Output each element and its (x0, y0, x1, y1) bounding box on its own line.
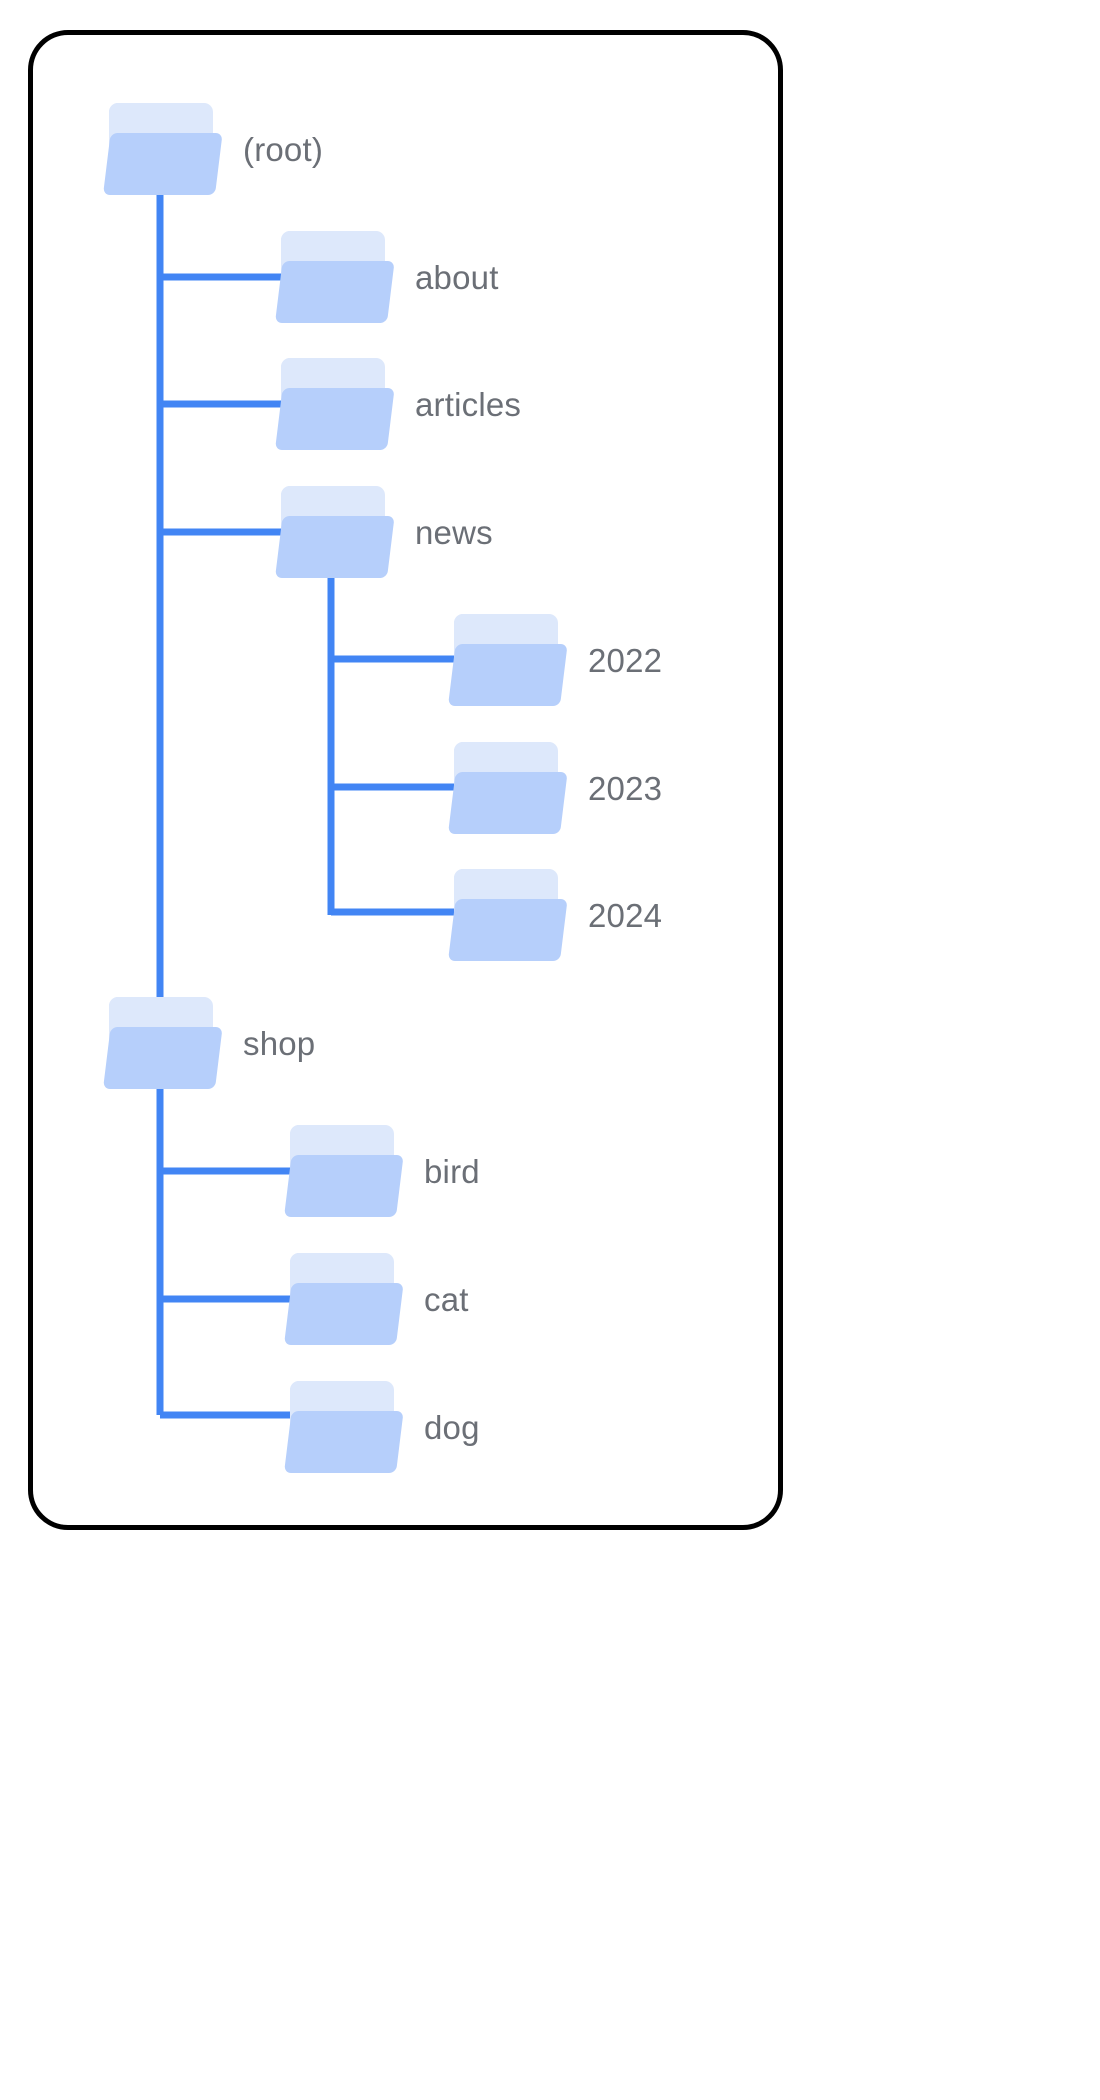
folder-icon (284, 1381, 404, 1473)
tree-node-2022[interactable]: 2022 (448, 614, 662, 706)
folder-front-panel (448, 772, 568, 834)
folder-tab (281, 231, 333, 261)
folder-front-panel (275, 516, 395, 578)
tree-node-cat[interactable]: cat (284, 1253, 469, 1345)
folder-icon (275, 358, 395, 450)
folder-icon (448, 614, 568, 706)
folder-front-panel (448, 899, 568, 961)
folder-front-panel (103, 1027, 223, 1089)
folder-icon (284, 1125, 404, 1217)
folder-icon (448, 869, 568, 961)
folder-icon (448, 742, 568, 834)
tree-node-label: 2023 (588, 769, 663, 807)
folder-icon (284, 1253, 404, 1345)
tree-node-about[interactable]: about (275, 231, 499, 323)
tree-node-label: bird (424, 1152, 480, 1190)
tree-node-label: 2024 (588, 896, 663, 934)
folder-icon (275, 231, 395, 323)
folder-tab (281, 358, 333, 388)
tree-node-2024[interactable]: 2024 (448, 869, 662, 961)
tree-node-label: shop (243, 1024, 316, 1062)
folder-front-panel (284, 1155, 404, 1217)
folder-tab (290, 1381, 342, 1411)
folder-tab (454, 742, 506, 772)
folder-front-panel (448, 644, 568, 706)
tree-node-dog[interactable]: dog (284, 1381, 480, 1473)
folder-icon (275, 486, 395, 578)
diagram-card (28, 30, 783, 1530)
folder-front-panel (103, 133, 223, 195)
folder-front-panel (284, 1411, 404, 1473)
tree-node-label: (root) (243, 130, 324, 168)
folder-tab (454, 869, 506, 899)
tree-node-news[interactable]: news (275, 486, 493, 578)
folder-tab (454, 614, 506, 644)
tree-node-root[interactable]: (root) (103, 103, 323, 195)
tree-node-label: cat (424, 1280, 469, 1318)
folder-tab (109, 997, 161, 1027)
tree-node-label: news (415, 513, 493, 551)
folder-front-panel (275, 388, 395, 450)
tree-node-shop[interactable]: shop (103, 997, 315, 1089)
folder-tab (290, 1253, 342, 1283)
tree-node-label: 2022 (588, 641, 663, 679)
tree-node-bird[interactable]: bird (284, 1125, 480, 1217)
folder-icon (103, 997, 223, 1089)
folder-icon (103, 103, 223, 195)
folder-front-panel (275, 261, 395, 323)
tree-node-label: articles (415, 385, 522, 423)
folder-tab (290, 1125, 342, 1155)
tree-node-articles[interactable]: articles (275, 358, 521, 450)
tree-node-2023[interactable]: 2023 (448, 742, 662, 834)
folder-tab (109, 103, 161, 133)
folder-tab (281, 486, 333, 516)
tree-node-label: about (415, 258, 499, 296)
folder-front-panel (284, 1283, 404, 1345)
tree-node-label: dog (424, 1408, 480, 1446)
